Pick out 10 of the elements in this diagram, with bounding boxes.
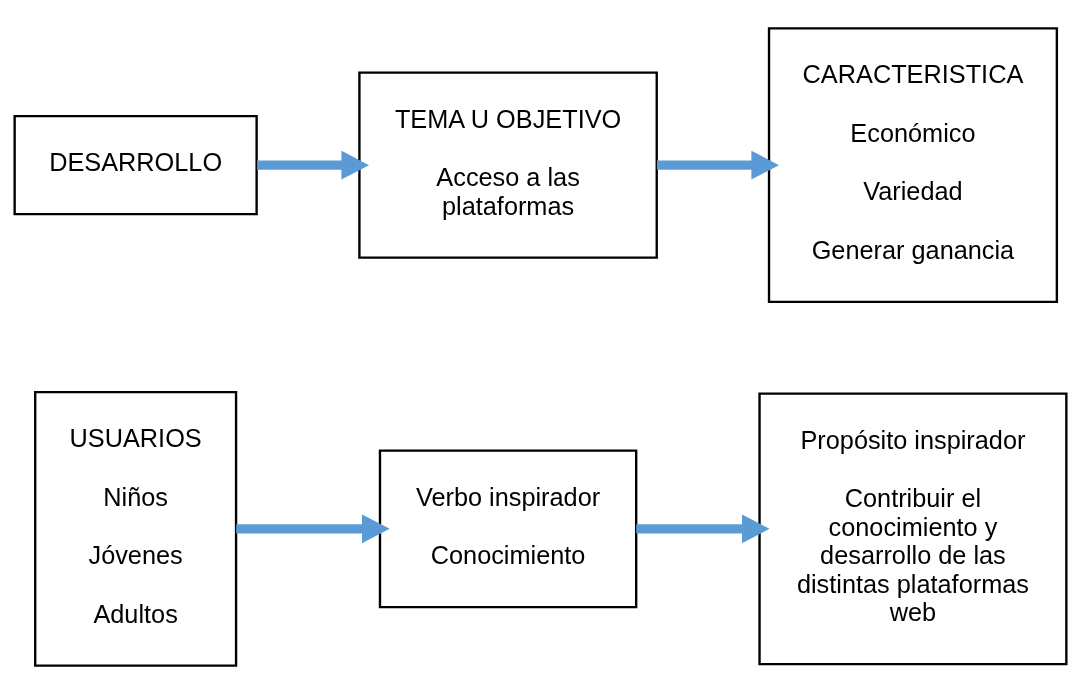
node-box: DESARROLLO	[13, 114, 258, 216]
node-box: CARACTERISTICA Económico Variedad Generar ganancia	[767, 27, 1059, 304]
arrow	[636, 514, 770, 544]
arrow	[656, 150, 779, 180]
node-box: USUARIOS Niños Jóvenes Adultos	[34, 390, 238, 667]
node-box: TEMA U OBJETIVO Acceso a las plataformas	[358, 71, 658, 259]
arrow	[257, 150, 369, 180]
node-box: Propósito inspirador Contribuir el conocimiento y desarrollo de las distintas plataformas web	[758, 392, 1068, 666]
arrow	[236, 514, 390, 544]
node-box: Verbo inspirador Conocimiento	[378, 449, 638, 609]
